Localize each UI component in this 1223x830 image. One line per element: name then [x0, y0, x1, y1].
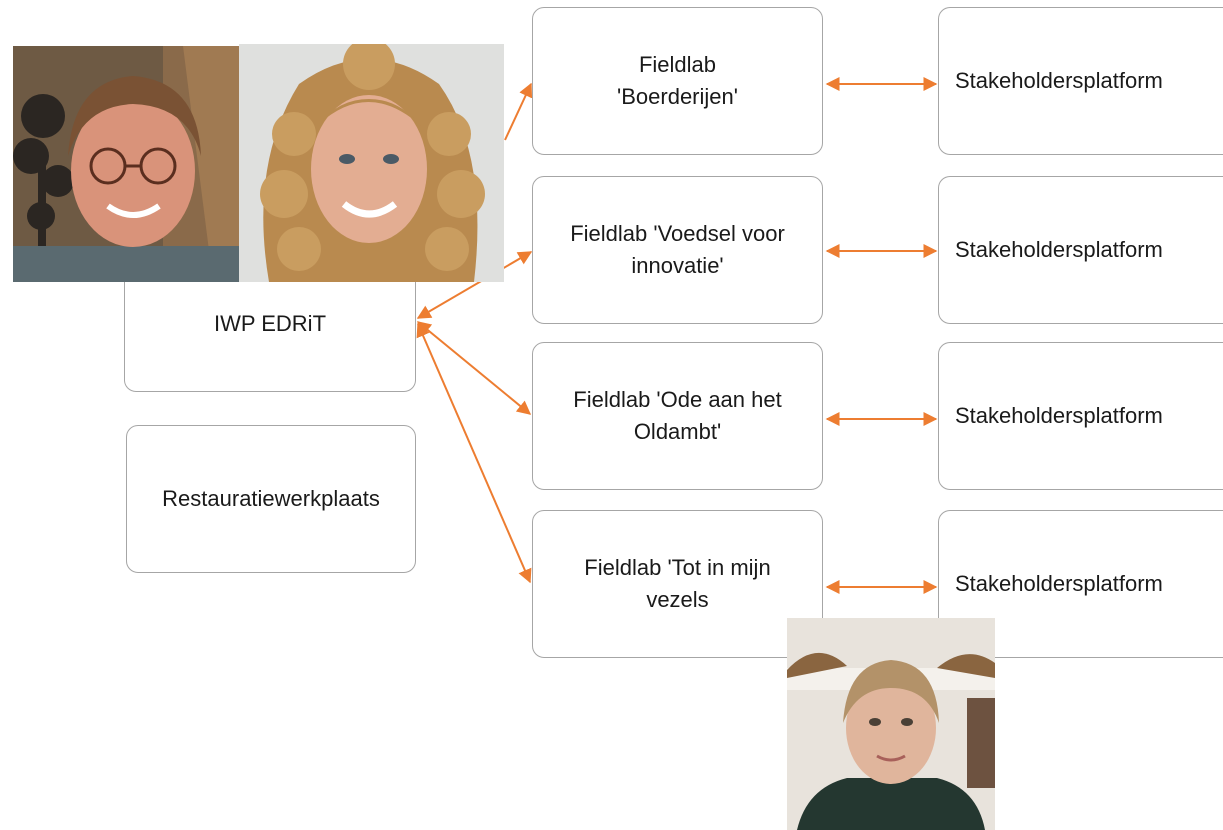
stakeholders-label-1: Stakeholdersplatform: [955, 68, 1163, 94]
stakeholders-label-2: Stakeholdersplatform: [955, 237, 1163, 263]
fieldlab-box-3: Fieldlab 'Ode aan het Oldambt': [532, 342, 823, 490]
arrow-iwp-fieldlab-2: [416, 251, 533, 319]
restauratiewerkplaats-box: Restauratiewerkplaats: [126, 425, 416, 573]
fieldlab-box-4: Fieldlab 'Tot in mijn vezels: [532, 510, 823, 658]
portrait-photo-3: [787, 618, 995, 830]
arrow-iwp-fieldlab-3: [416, 321, 532, 415]
fieldlab-label-1: Fieldlab 'Boerderijen': [617, 52, 738, 109]
stakeholders-label-4: Stakeholdersplatform: [955, 571, 1163, 597]
fieldlab-box-2: Fieldlab 'Voedsel voor innovatie': [532, 176, 823, 324]
fieldlab-label-3: Fieldlab 'Ode aan het Oldambt': [573, 387, 782, 444]
arrow-iwp-fieldlab-1: [504, 82, 533, 141]
arrow-iwp-fieldlab-4: [416, 322, 532, 584]
stakeholders-box-2: Stakeholdersplatform: [938, 176, 1223, 324]
fieldlab-label-4: Fieldlab 'Tot in mijn vezels: [584, 555, 771, 612]
portrait-photo-1: [13, 46, 239, 282]
stakeholders-label-3: Stakeholdersplatform: [955, 403, 1163, 429]
portrait-photo-2: [239, 44, 504, 282]
fieldlab-box-1: Fieldlab 'Boerderijen': [532, 7, 823, 155]
restauratiewerkplaats-label: Restauratiewerkplaats: [162, 486, 380, 512]
stakeholders-box-1: Stakeholdersplatform: [938, 7, 1223, 155]
stakeholders-box-3: Stakeholdersplatform: [938, 342, 1223, 490]
iwp-edrit-label: IWP EDRiT: [213, 310, 327, 336]
fieldlab-label-2: Fieldlab 'Voedsel voor innovatie': [570, 221, 785, 278]
